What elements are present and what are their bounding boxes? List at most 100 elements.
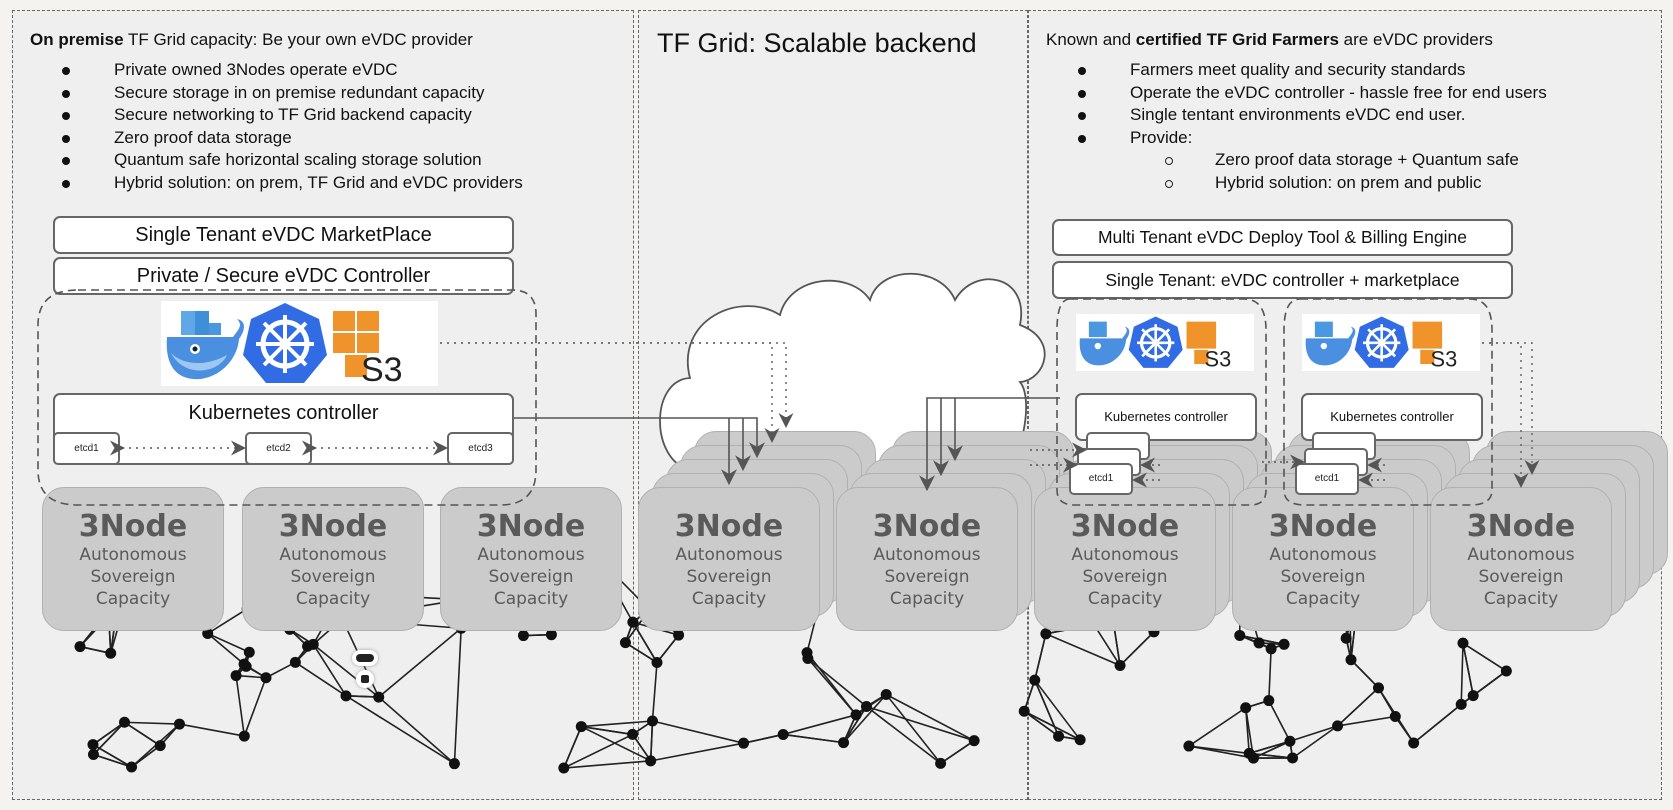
mesh-edge: [1377, 687, 1397, 717]
mesh-edge: [1253, 740, 1291, 759]
mesh-edge: [345, 695, 455, 765]
3node-line: Capacity: [493, 589, 569, 609]
mesh-edge: [563, 726, 583, 769]
mesh-node: [1372, 682, 1384, 694]
3node-line: Capacity: [95, 589, 171, 609]
controller-link: [919, 397, 1060, 492]
3node-line: Capacity: [295, 589, 371, 609]
camera-icon[interactable]: [356, 670, 374, 688]
mesh-edge: [842, 706, 868, 744]
mesh-edge: [1023, 710, 1081, 741]
link-icon[interactable]: [352, 650, 378, 666]
list-item: Hybrid solution: on prem and public: [1078, 172, 1547, 195]
mesh-node: [802, 653, 814, 665]
mesh-node: [260, 672, 272, 684]
mesh-edge: [1413, 703, 1462, 744]
logo-strip-tenant-2: S3: [1302, 314, 1480, 372]
mesh-node: [1408, 737, 1420, 749]
mesh-edge: [650, 742, 744, 762]
3node-title: 3Node: [674, 509, 784, 544]
mesh-node: [1240, 702, 1252, 714]
mesh-edge: [656, 634, 680, 664]
mesh-edge: [581, 725, 633, 736]
mesh-edge: [866, 705, 975, 742]
3node-line: Autonomous: [279, 545, 387, 565]
storage-link: [1482, 342, 1529, 488]
3node-line: Sovereign: [488, 567, 574, 587]
mesh-edge: [632, 621, 658, 663]
tenant-1-group-outline: [1056, 298, 1267, 506]
3node-line: Sovereign: [1478, 567, 1564, 587]
mesh-node: [645, 755, 657, 767]
mesh-node: [119, 716, 131, 728]
mesh-edge: [885, 693, 975, 742]
evdc-controller-box: Private / Secure eVDC Controller: [53, 257, 514, 295]
list-item: Private owned 3Nodes operate eVDC: [62, 59, 523, 82]
mesh-edge: [1033, 633, 1047, 681]
kubernetes-icon: [1354, 316, 1409, 368]
marketplace-box: Single Tenant eVDC MarketPlace: [53, 216, 514, 254]
mesh-edge: [1462, 642, 1507, 672]
mesh-node: [558, 762, 570, 774]
3node-line: Autonomous: [1071, 545, 1179, 565]
backend-title: TF Grid: Scalable backend: [657, 28, 977, 58]
3node-title: 3Node: [78, 509, 188, 544]
list-item: Operate the eVDC controller - hassle fre…: [1078, 82, 1547, 105]
mesh-edge: [782, 714, 857, 736]
mesh-edge: [1350, 659, 1380, 689]
docker-icon: [166, 311, 244, 380]
3node-title: 3Node: [1466, 509, 1576, 544]
list-item: Single tentant environments eVDC end use…: [1078, 104, 1547, 127]
storage-link: [440, 342, 794, 428]
mesh-node: [673, 629, 685, 641]
3node-title: 3Node: [278, 509, 388, 544]
storage-link: [1482, 342, 1540, 475]
mesh-node: [1500, 665, 1512, 677]
etcd-node-1-tenant-1: etcd1: [1069, 463, 1133, 495]
mesh-node: [880, 688, 892, 700]
3node-line: Capacity: [1087, 589, 1163, 609]
mesh-edge: [807, 657, 867, 708]
mesh-edge: [649, 720, 654, 761]
3node-title: 3Node: [872, 509, 982, 544]
storage-link: [440, 342, 780, 443]
mesh-node: [517, 630, 529, 642]
3node-line: Sovereign: [884, 567, 970, 587]
etcd-node-3: etcd3: [447, 432, 514, 465]
mesh-edge: [124, 721, 161, 747]
mesh-edge: [131, 745, 161, 768]
mesh-node: [105, 647, 117, 659]
list-item: Farmers meet quality and security standa…: [1078, 59, 1547, 82]
mesh-node: [1234, 629, 1246, 641]
mesh-node: [850, 709, 862, 721]
mesh-node: [87, 749, 99, 761]
mesh-edge: [563, 760, 651, 769]
list-item: Provide:: [1078, 127, 1547, 150]
kubernetes-icon: [243, 303, 327, 383]
3node-line: Sovereign: [1082, 567, 1168, 587]
mesh-node: [1247, 752, 1259, 764]
mesh-node: [627, 728, 639, 740]
kubernetes-icon: [1128, 316, 1183, 368]
mesh-node: [627, 616, 639, 628]
svg-text:S3: S3: [1431, 347, 1458, 371]
s3-icon: S3: [333, 311, 403, 389]
mesh-node: [74, 641, 86, 653]
mesh-node: [1183, 740, 1195, 752]
mesh-edge: [1337, 687, 1380, 727]
controller-link: [514, 417, 765, 459]
logo-strip: S3: [161, 301, 438, 389]
mesh-edge: [1045, 633, 1121, 667]
mesh-edge: [1289, 725, 1338, 742]
s3-icon: S3: [1412, 321, 1458, 372]
mesh-node: [619, 637, 631, 649]
mesh-edge: [378, 627, 462, 698]
mesh-node: [243, 646, 255, 658]
left-heading-bold: On premise: [30, 30, 124, 49]
left-bullet-list: Private owned 3Nodes operate eVDC Secure…: [62, 59, 523, 195]
mesh-node: [860, 701, 872, 713]
right-heading: Known and certified TF Grid Farmers are …: [1046, 30, 1493, 49]
3node-line: Autonomous: [477, 545, 585, 565]
mesh-node: [1457, 637, 1469, 649]
